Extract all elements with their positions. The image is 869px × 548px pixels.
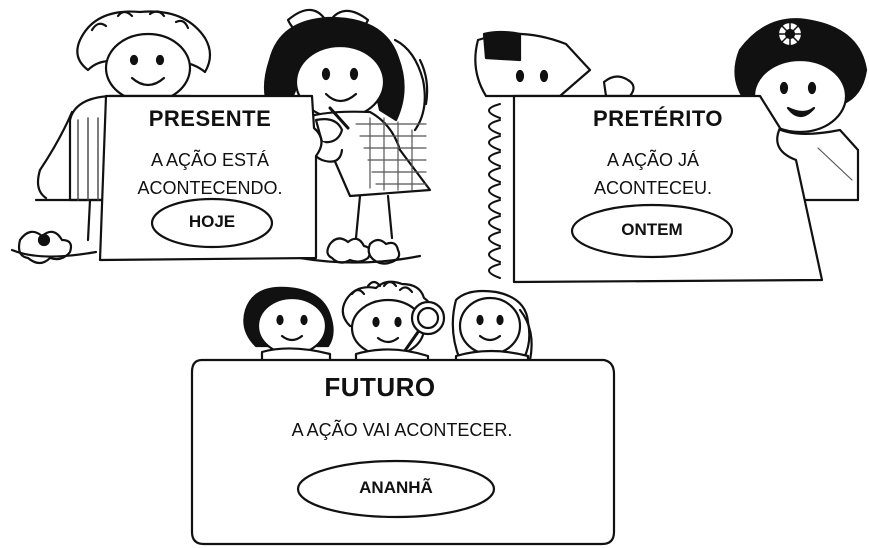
- future-oval: [296, 459, 496, 519]
- preterite-oval-label: ONTEM: [621, 220, 683, 239]
- future-title: FUTURO: [324, 372, 436, 402]
- present-line-2: ACONTECENDO.: [137, 178, 283, 198]
- present-title: PRESENTE: [148, 106, 272, 131]
- present-line-1: A AÇÃO ESTÁ: [150, 150, 270, 170]
- preterite-line-1: A AÇÃO JÁ: [606, 150, 700, 170]
- preterite-title: PRETÉRITO: [592, 106, 723, 131]
- future-kids-illustration: [243, 280, 533, 374]
- future-sign: [190, 358, 616, 546]
- notebook-spiral: [488, 103, 515, 283]
- preterite-kid-illustration: [474, 18, 868, 202]
- present-oval: [150, 197, 274, 249]
- future-line-1: A AÇÃO VAI ACONTECER.: [291, 420, 513, 440]
- present-girl-illustration: [263, 8, 432, 265]
- future-oval-label: ANANHÃ: [359, 478, 433, 497]
- preterite-oval: [570, 203, 734, 259]
- present-oval-label: HOJE: [188, 212, 236, 231]
- preterite-line-2: ACONTECEU.: [593, 178, 712, 198]
